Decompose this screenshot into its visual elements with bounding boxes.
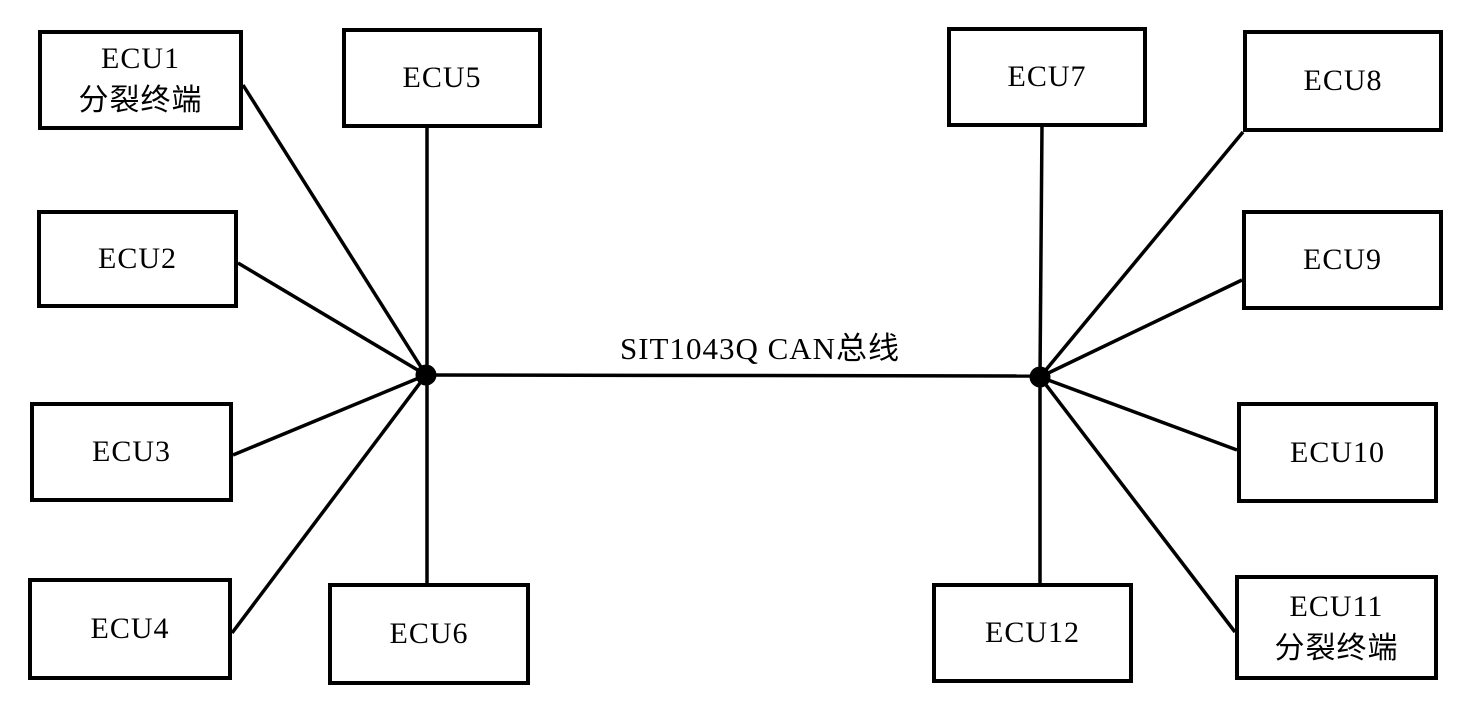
- edge-ecu4-left-junction: [230, 373, 428, 635]
- node-label: ECU12: [985, 616, 1080, 649]
- node-label: ECU1: [101, 42, 180, 75]
- node-ecu5: ECU5: [342, 28, 542, 128]
- edge-ecu8-right-junction: [1038, 130, 1245, 379]
- node-ecu7: ECU7: [947, 27, 1147, 127]
- node-label: ECU7: [1007, 60, 1087, 93]
- edge-ecu3-left-junction: [232, 373, 427, 457]
- node-ecu10: ECU10: [1237, 402, 1438, 503]
- edge-ecu7-right-junction: [1038, 124, 1044, 378]
- node-ecu2: ECU2: [37, 210, 238, 308]
- node-ecu1: ECU1 分裂终端: [38, 30, 243, 130]
- bus-label: SIT1043Q CAN总线: [619, 331, 901, 366]
- node-ecu8: ECU8: [1243, 30, 1443, 132]
- node-label: ECU10: [1290, 435, 1385, 469]
- node-label: ECU9: [1303, 243, 1382, 276]
- node-ecu9: ECU9: [1242, 210, 1443, 310]
- left-junction-dot: [415, 364, 437, 386]
- edge-ecu1-left-junction: [241, 84, 428, 376]
- node-label: ECU3: [92, 435, 171, 468]
- node-label: ECU5: [402, 61, 482, 94]
- node-label: ECU8: [1303, 64, 1383, 97]
- node-label: ECU4: [90, 612, 170, 645]
- node-label: ECU2: [98, 242, 177, 275]
- edge-ecu10-right-junction: [1039, 375, 1238, 452]
- edge-ecu2-left-junction: [237, 261, 427, 377]
- node-label: ECU6: [389, 617, 469, 650]
- node-ecu4: ECU4: [28, 578, 232, 680]
- right-junction-dot: [1029, 366, 1051, 388]
- edge-bus-line: [425, 373, 1041, 378]
- node-ecu12: ECU12: [932, 583, 1133, 683]
- node-ecu3: ECU3: [30, 402, 233, 502]
- node-sublabel: 分裂终端: [1274, 631, 1399, 665]
- edge-ecu9-right-junction: [1039, 278, 1243, 379]
- node-ecu11: ECU11 分裂终端: [1235, 575, 1438, 680]
- node-label: ECU11: [1289, 589, 1384, 623]
- edge-ecu11-right-junction: [1038, 375, 1237, 634]
- node-ecu6: ECU6: [328, 583, 530, 685]
- node-sublabel: 分裂终端: [78, 84, 203, 117]
